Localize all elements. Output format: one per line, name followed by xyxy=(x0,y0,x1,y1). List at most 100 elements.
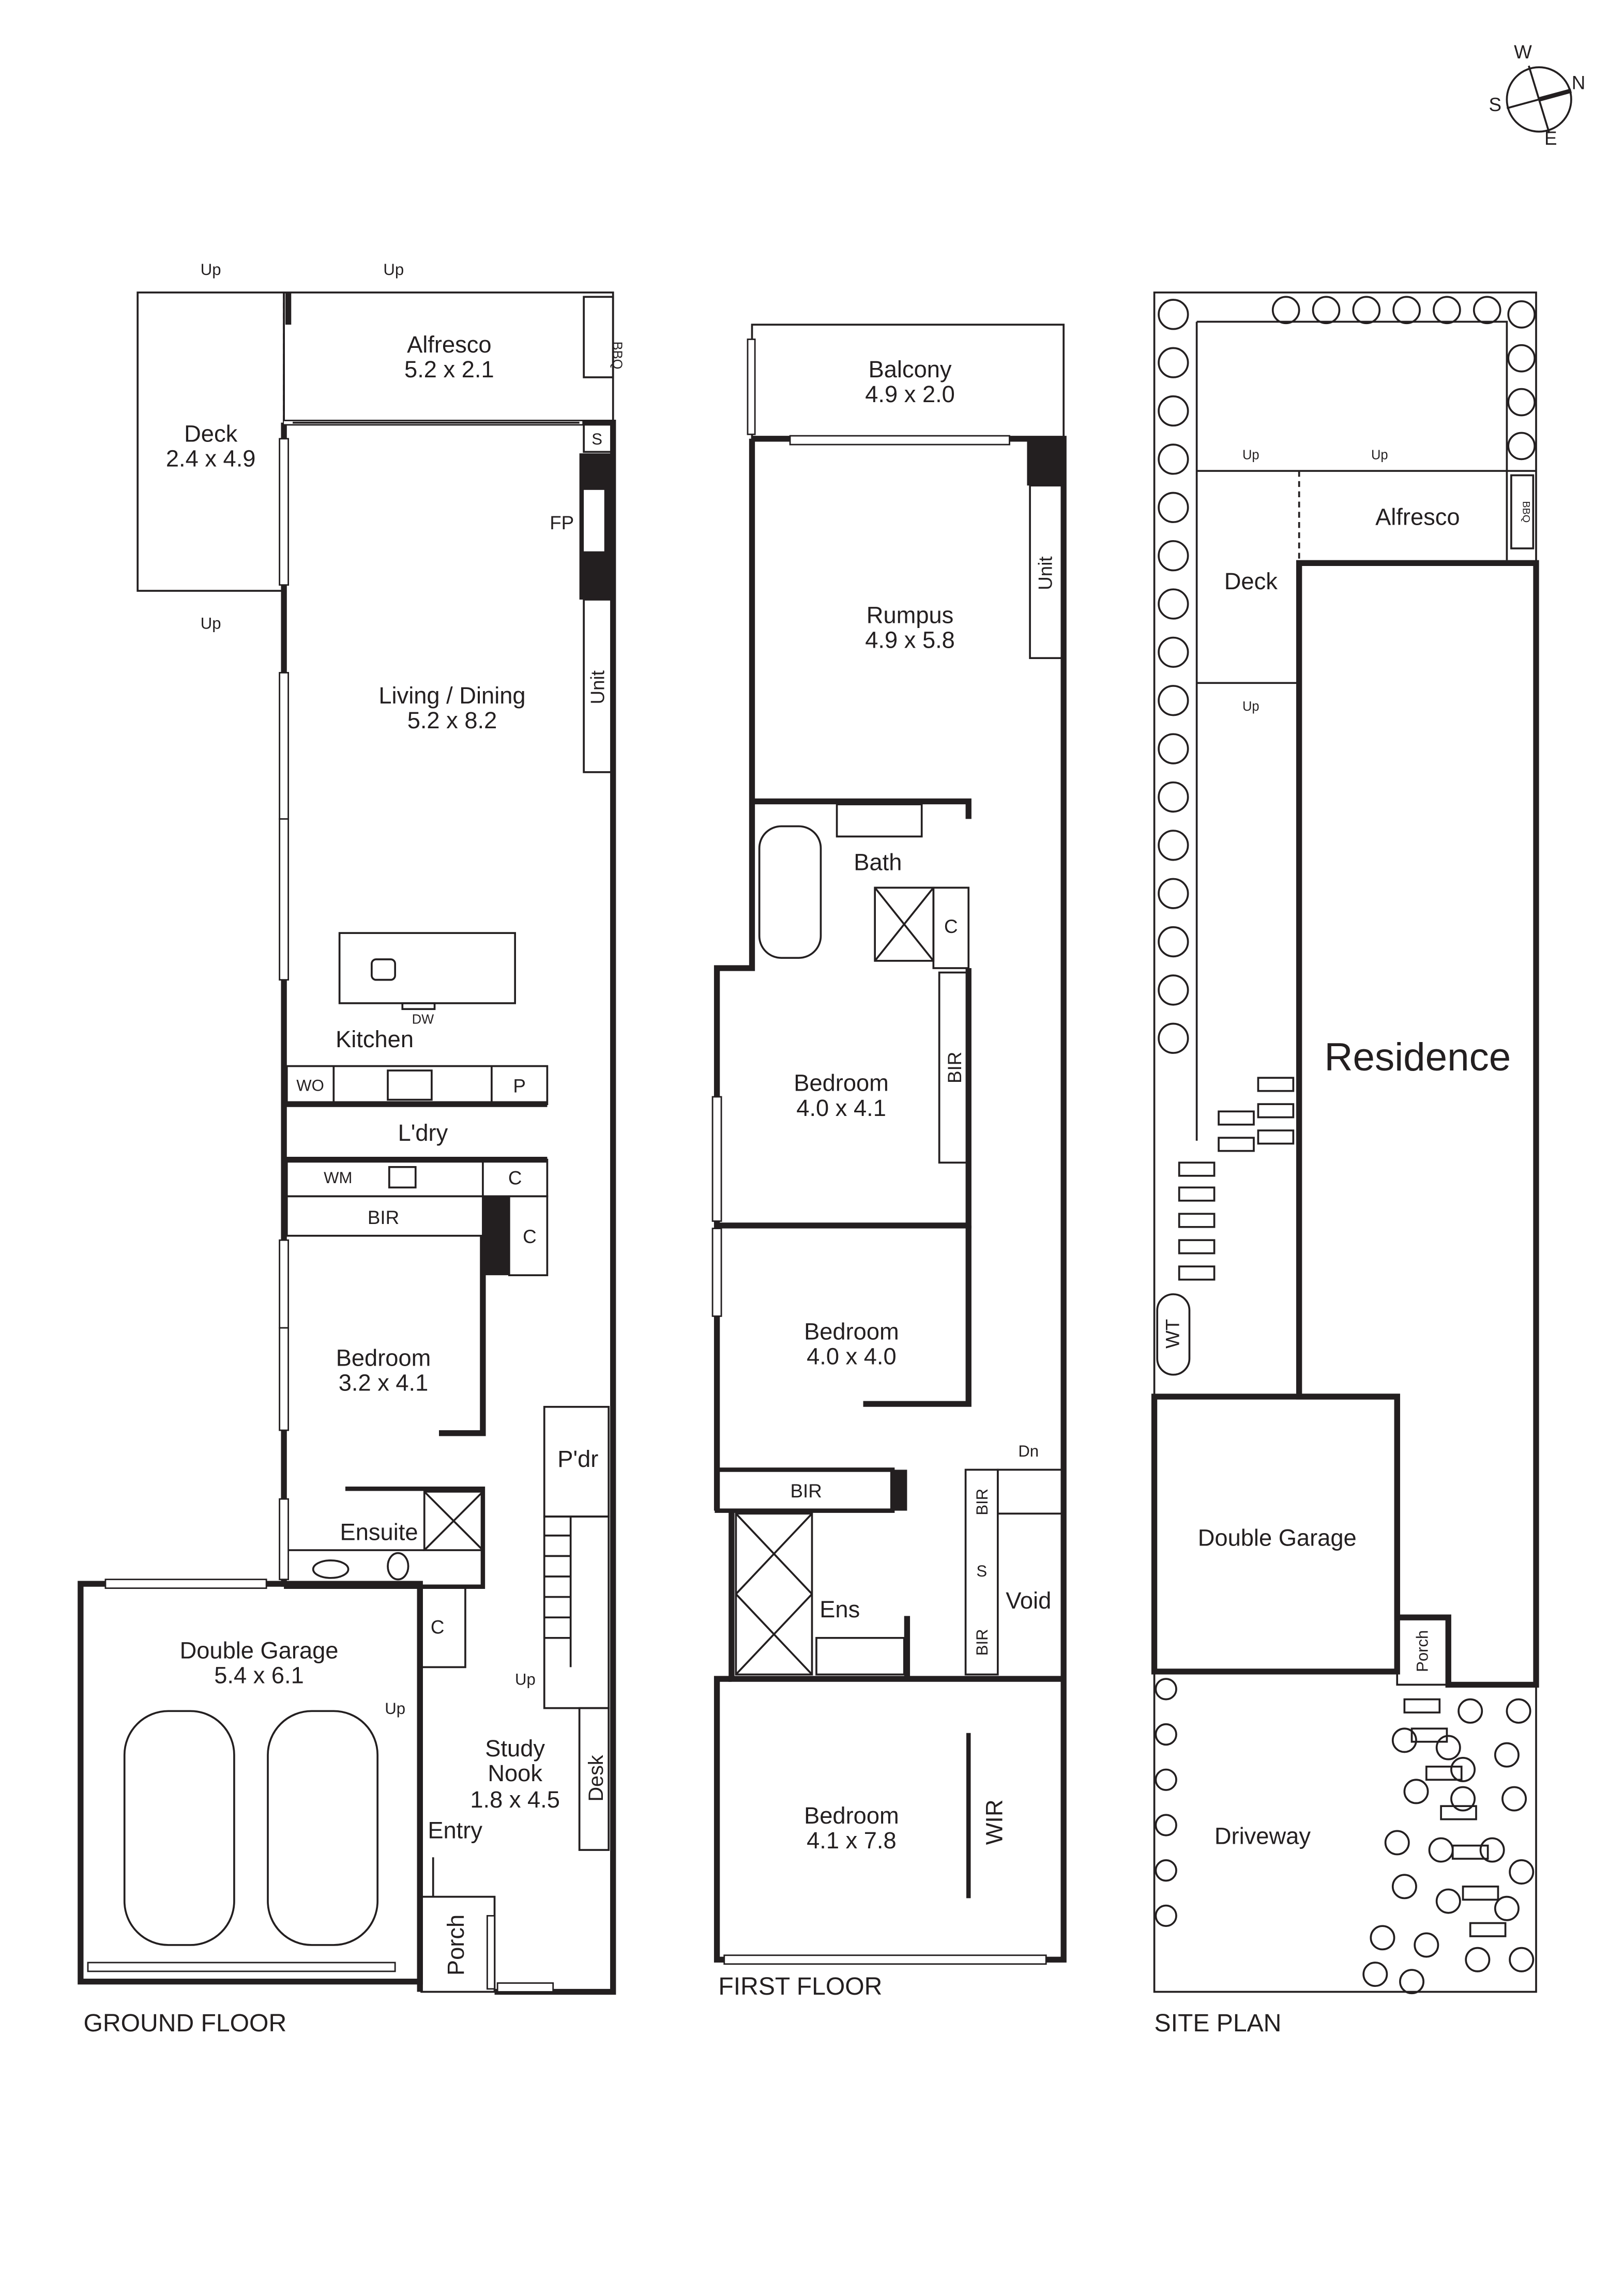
site-porch-label: Porch xyxy=(1414,1630,1432,1672)
site-up-label-1: Up xyxy=(1242,448,1259,462)
living-label: Living / Dining xyxy=(378,682,525,709)
tree-icon xyxy=(1158,974,1189,1006)
tree-icon xyxy=(1155,1678,1177,1701)
tree-icon xyxy=(1158,347,1189,378)
paver xyxy=(1178,1186,1216,1202)
tree-icon xyxy=(1506,1698,1531,1724)
rumpus-size: 4.9 x 5.8 xyxy=(865,626,955,653)
bbq-label: BBQ xyxy=(610,342,625,370)
tree-icon xyxy=(1158,830,1189,861)
tree-icon xyxy=(1158,1022,1189,1054)
kitchen-bench xyxy=(285,1065,549,1105)
site-porch xyxy=(1396,1616,1450,1686)
tree-icon xyxy=(1450,1786,1476,1812)
rumpus-unit-label: Unit xyxy=(1035,556,1056,590)
first-floor-title: FIRST FLOOR xyxy=(718,1972,882,2000)
paver xyxy=(1257,1103,1295,1119)
void-label: Void xyxy=(1006,1587,1051,1614)
tree-icon xyxy=(1352,296,1381,325)
tree-icon xyxy=(1507,300,1536,329)
tree-icon xyxy=(1501,1786,1527,1812)
car-icon xyxy=(123,1710,235,1946)
tree-icon xyxy=(1158,443,1189,475)
pantry-label: P xyxy=(513,1075,526,1096)
study-label: Study xyxy=(485,1735,545,1762)
stairs-down-label: Dn xyxy=(1018,1442,1039,1460)
site-plan-title: SITE PLAN xyxy=(1155,2009,1282,2037)
tree-icon xyxy=(1155,1859,1177,1882)
ground-floor-plan: BBQ xyxy=(78,261,625,2037)
tree-icon xyxy=(1370,1925,1395,1951)
water-tank xyxy=(1156,1293,1191,1376)
deck-up-label: Up xyxy=(201,261,221,279)
site-bbq-label: BBQ xyxy=(1521,501,1532,523)
paver xyxy=(1257,1129,1295,1145)
paver xyxy=(1218,1137,1255,1152)
tree-icon xyxy=(1158,733,1189,764)
tree-icon xyxy=(1479,1837,1505,1863)
residence-label: Residence xyxy=(1324,1035,1511,1079)
paver xyxy=(1440,1805,1477,1820)
deck-up-label-lower: Up xyxy=(201,615,221,633)
paver xyxy=(1410,1727,1448,1743)
tree-icon xyxy=(1458,1698,1483,1724)
bedroom-label: Bedroom xyxy=(336,1345,431,1371)
bedroom1-size: 4.0 x 4.1 xyxy=(796,1095,886,1121)
tree-icon xyxy=(1428,1837,1454,1863)
deck-label: Deck xyxy=(184,420,237,447)
ensuite-label: Ensuite xyxy=(340,1519,418,1545)
living-size: 5.2 x 8.2 xyxy=(407,707,497,733)
linen-cupboards xyxy=(964,1468,999,1676)
tree-icon xyxy=(1414,1932,1439,1958)
tree-icon xyxy=(1473,296,1501,325)
storage-label-first: S xyxy=(976,1562,987,1580)
tree-icon xyxy=(1507,344,1536,373)
bedroom2-size: 4.0 x 4.0 xyxy=(807,1343,897,1370)
site-deck-label: Deck xyxy=(1224,568,1278,594)
tree-icon xyxy=(1494,1895,1520,1921)
paver xyxy=(1462,1885,1499,1901)
compass-s: S xyxy=(1489,94,1502,115)
tree-icon xyxy=(1435,1735,1461,1761)
storage-label: S xyxy=(591,430,602,448)
tree-icon xyxy=(1158,540,1189,572)
driveway-label: Driveway xyxy=(1215,1823,1311,1849)
tree-icon xyxy=(1155,1768,1177,1791)
dishwasher-label: DW xyxy=(412,1013,434,1027)
tree-icon xyxy=(1391,1874,1417,1900)
tree-icon xyxy=(1450,1756,1476,1782)
residence-outline xyxy=(1296,560,1539,1688)
tree-icon xyxy=(1158,878,1189,909)
laundry-label: L'dry xyxy=(398,1120,448,1146)
desk xyxy=(578,1707,610,1851)
trees xyxy=(1155,296,1536,1995)
paver xyxy=(1178,1161,1216,1177)
alfresco-up-label: Up xyxy=(383,261,404,279)
kitchen-label: Kitchen xyxy=(336,1026,414,1052)
bir1-label: BIR xyxy=(944,1052,965,1083)
bath-label: Bath xyxy=(854,849,902,875)
tree-icon xyxy=(1158,636,1189,668)
tree-icon xyxy=(1158,781,1189,813)
ens-shower xyxy=(735,1512,813,1676)
paver xyxy=(1178,1239,1216,1254)
ens-label: Ens xyxy=(819,1596,860,1622)
tv-unit xyxy=(583,599,614,773)
cooktop xyxy=(387,1069,433,1101)
site-up-label-2: Up xyxy=(1371,448,1388,462)
tree-icon xyxy=(1312,296,1341,325)
garage-size: 5.4 x 6.1 xyxy=(214,1662,304,1689)
paver xyxy=(1469,1922,1507,1937)
kitchen-island xyxy=(338,932,516,1004)
tree-icon xyxy=(1507,432,1536,461)
tree-icon xyxy=(1433,296,1461,325)
cupboard-label-2: C xyxy=(523,1226,537,1247)
garage-up-label: Up xyxy=(385,1700,405,1718)
wir-label: WIR xyxy=(981,1799,1007,1845)
tree-icon xyxy=(1507,388,1536,417)
paver xyxy=(1425,1765,1463,1781)
site-plan: Up Up Up Alfresco BBQ Deck Residence WT … xyxy=(1151,292,1539,2037)
tree-icon xyxy=(1494,1742,1520,1768)
washing-machine-label: WM xyxy=(324,1169,352,1187)
alfresco-size: 5.2 x 2.1 xyxy=(404,356,494,382)
